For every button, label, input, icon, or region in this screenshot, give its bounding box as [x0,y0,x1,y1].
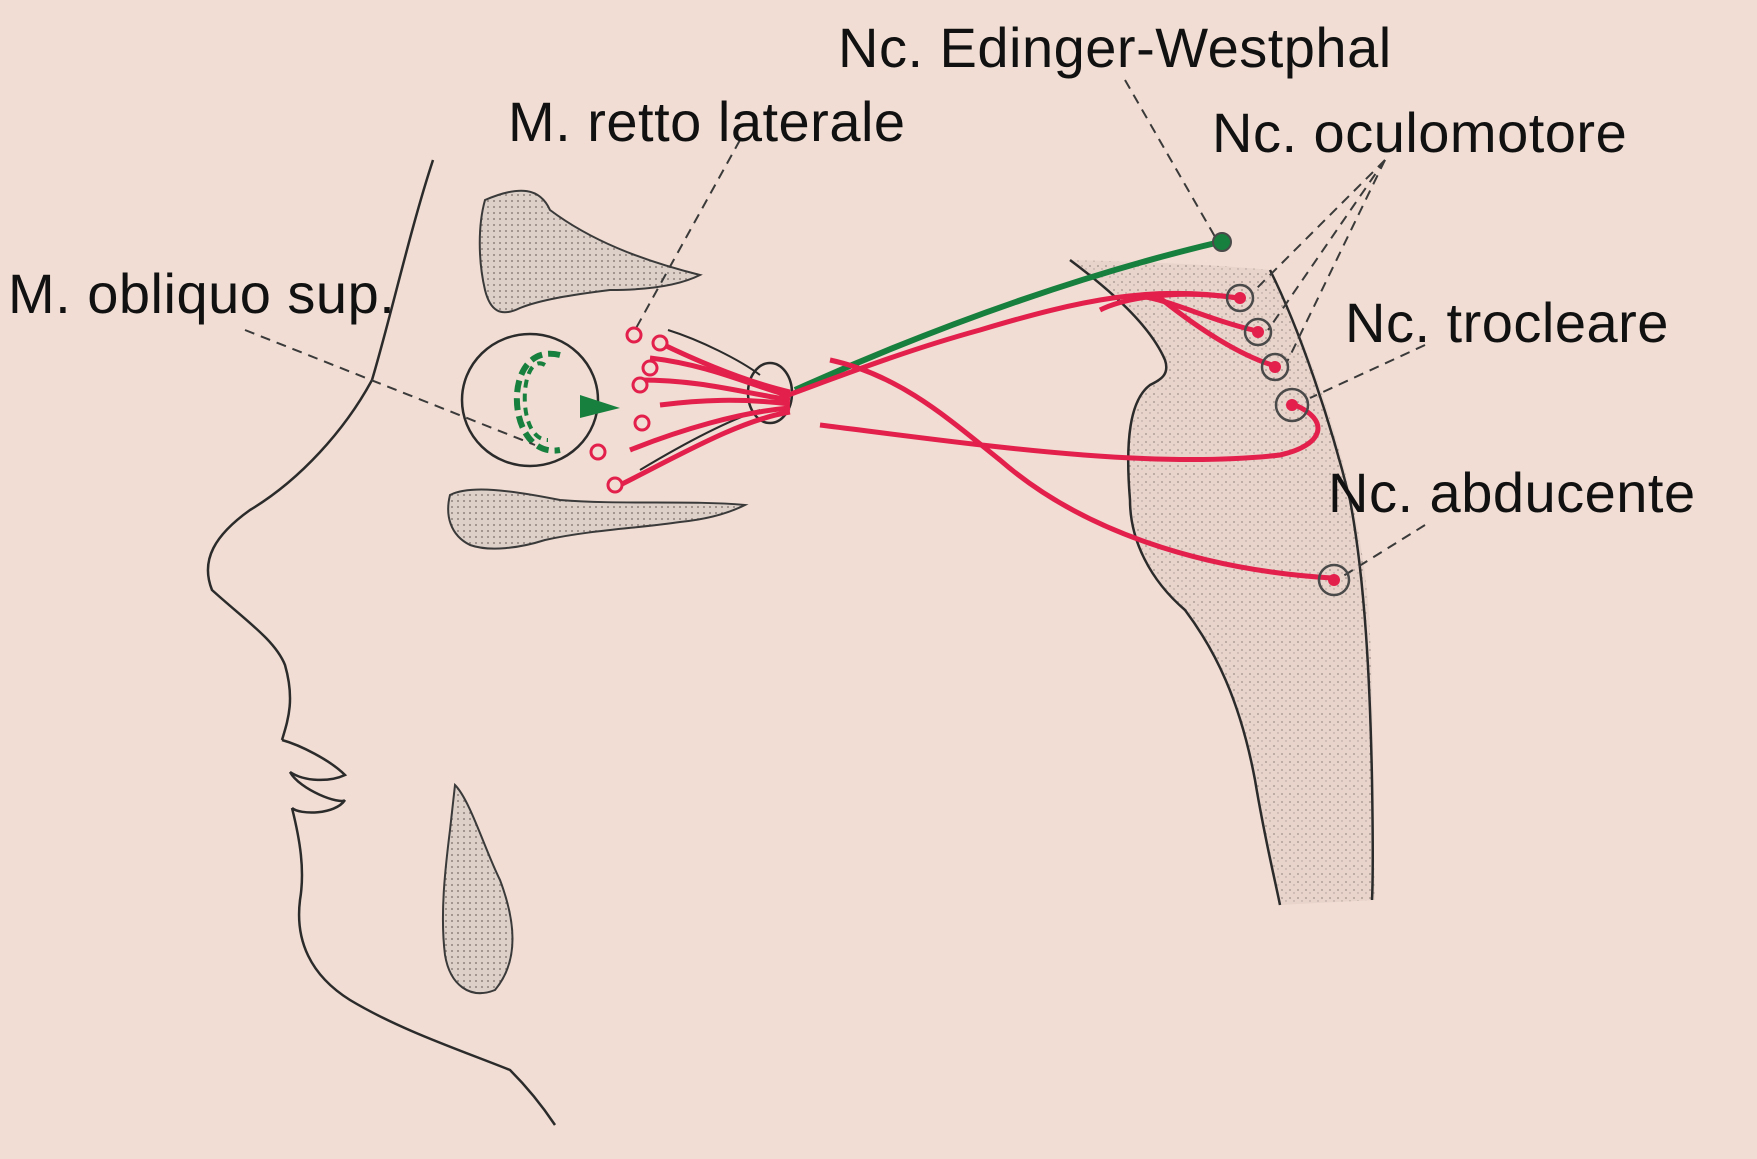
jaw-bone-fragment [441,782,514,995]
brainstem-outline [1069,259,1374,906]
label-edinger-westphal: Nc. Edinger-Westphal [838,16,1392,79]
nuclei [1212,232,1351,597]
edinger-westphal-fiber [793,239,1221,393]
leader-oculomotore-1 [1252,159,1386,293]
forehead-nose-line [206,159,435,741]
leader-trocleare [1309,344,1426,399]
terminal-retto-laterale [625,326,643,344]
face-profile [206,159,557,1126]
leader-lines [244,79,1426,579]
eyeball [460,332,620,468]
label-retto-laterale: M. retto laterale [508,90,906,153]
chin-line [290,807,557,1126]
orbital-floor-bone [447,488,749,550]
label-abducente: Nc. abducente [1328,461,1696,524]
nucleus-trochlear [1274,387,1310,423]
terminal-obliquo-sup [606,476,624,494]
leader-obliquo-sup [244,329,536,446]
leader-retto-laterale [634,139,741,331]
nucleus-abducens [1317,563,1351,597]
abducens-fiber [829,357,1333,581]
leader-oculomotore-3 [1286,159,1386,363]
nucleus-edinger-westphal [1212,232,1232,252]
label-obliquo-sup: M. obliquo sup. [8,262,396,325]
upper-lip [281,738,348,782]
brainstem [1070,260,1375,905]
motor-nerves [618,290,1333,581]
nucleus-oculomotor-2 [1243,317,1273,347]
leader-edinger-westphal [1124,79,1219,243]
label-oculomotore: Nc. oculomotore [1212,101,1628,164]
lower-lip [288,771,347,814]
muscle-terminals [589,326,669,494]
nucleus-oculomotor-3 [1260,352,1290,382]
trochlear-fiber [819,402,1321,463]
nucleus-oculomotor-1 [1225,283,1255,313]
orbital-roof-bone [478,189,703,314]
leader-oculomotore-2 [1267,159,1386,331]
label-trocleare: Nc. trocleare [1345,291,1669,354]
